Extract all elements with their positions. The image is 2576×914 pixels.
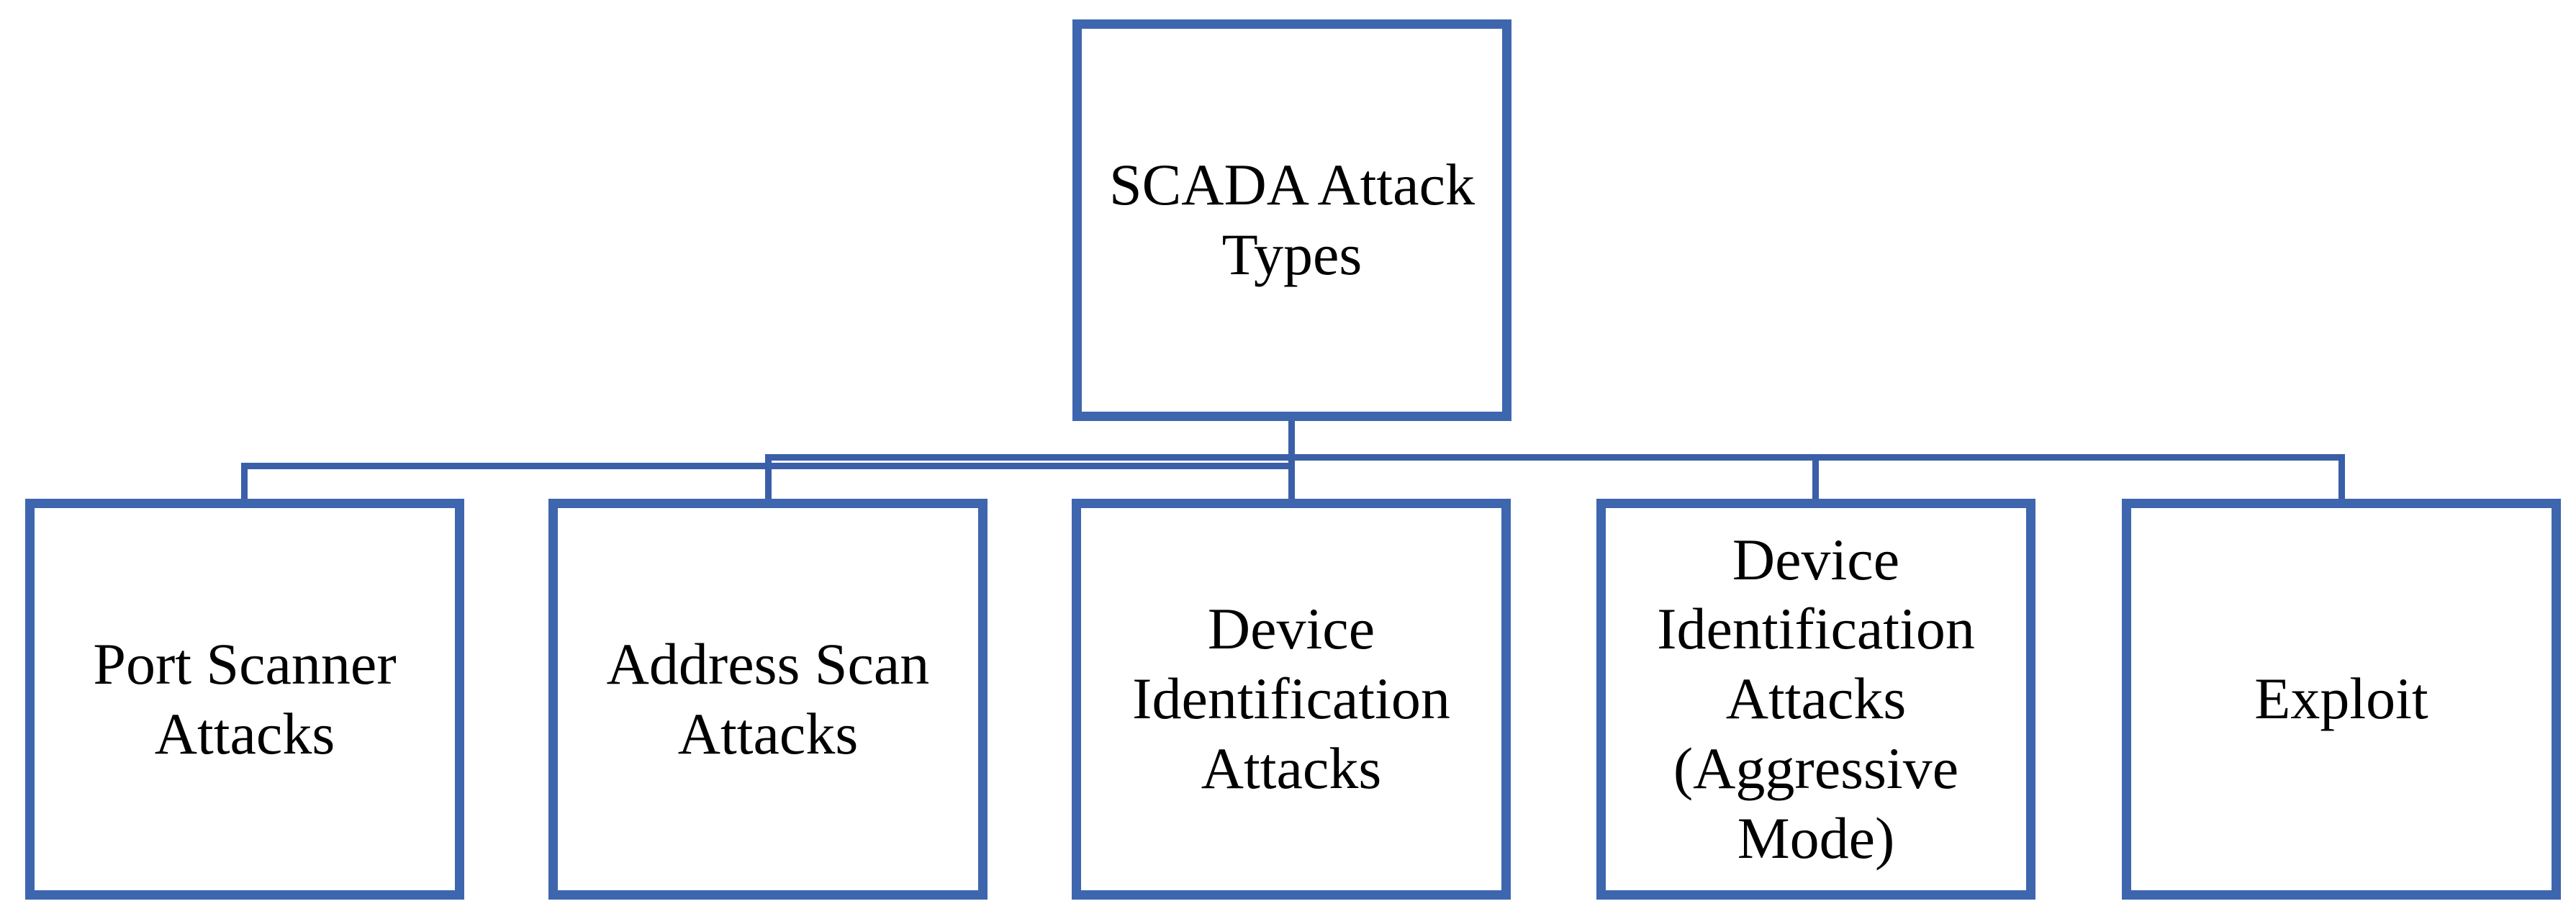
node-device-identification-attacks-aggressive: Device Identification Attacks (Aggressiv…	[1596, 499, 2035, 900]
node-label: SCADA Attack Types	[1109, 152, 1475, 287]
node-address-scan-attacks: Address Scan Attacks	[548, 499, 988, 900]
node-label: Address Scan Attacks	[606, 630, 930, 766]
node-label: Port Scanner Attacks	[93, 630, 397, 766]
connector-stem-child-2	[765, 454, 772, 499]
node-port-scanner-attacks: Port Scanner Attacks	[25, 499, 464, 900]
connector-stem-child-4	[1812, 454, 1819, 499]
node-label: Exploit	[2254, 666, 2428, 732]
connector-stem-child-1	[241, 463, 248, 499]
node-label: Device Identification Attacks (Aggressiv…	[1657, 526, 1975, 871]
node-device-identification-attacks: Device Identification Attacks	[1072, 499, 1511, 900]
node-exploit: Exploit	[2122, 499, 2561, 900]
node-label: Device Identification Attacks	[1132, 596, 1450, 801]
connector-stem-child-5	[2338, 454, 2345, 499]
node-scada-attack-types: SCADA Attack Types	[1072, 19, 1511, 421]
connector-rail-upper	[765, 454, 2345, 461]
